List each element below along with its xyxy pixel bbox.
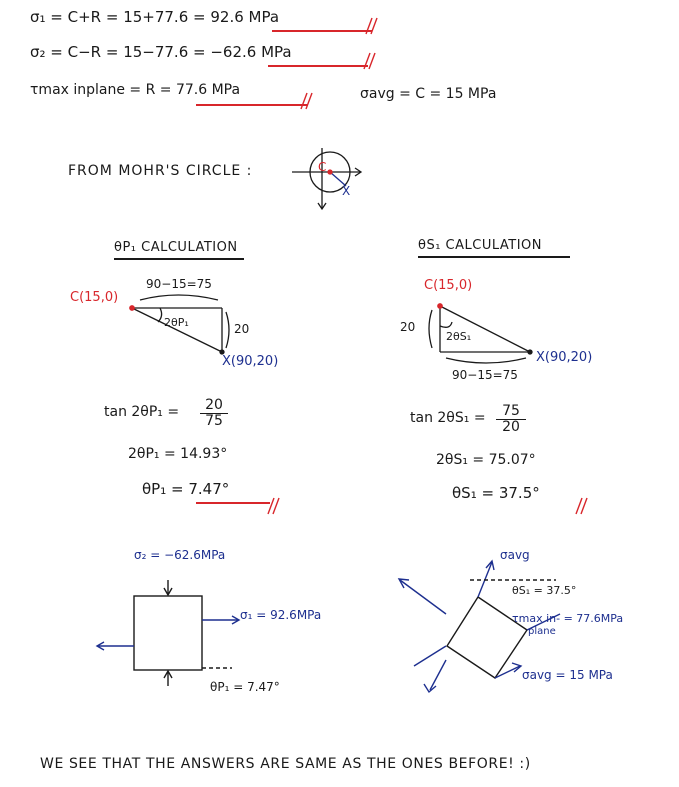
tp-base-label: 90−15=75: [146, 277, 212, 291]
mohr-center-label: C: [318, 160, 327, 174]
se-avg-bottom-label: σavg = 15 MPa: [522, 668, 613, 682]
ts-angle-arc: [439, 321, 453, 328]
pe-square: [133, 595, 203, 671]
pe-sigma1-label: σ₁ = 92.6MPa: [240, 608, 322, 622]
ts-tan-den: 20: [502, 419, 520, 435]
tp-angle-arc: [157, 307, 163, 323]
mohr-x-label: X: [342, 184, 351, 198]
theta-s-triangle: [428, 303, 533, 364]
tp-step3-prefix: θP₁ =: [142, 480, 184, 498]
se-bottom-left-arrow: [429, 659, 447, 691]
mohr-label: FROM MOHR'S CIRCLE :: [68, 163, 253, 179]
tp-hypotenuse: [131, 307, 223, 353]
se-avg-top-label: σavg: [500, 548, 530, 562]
sigma1-underline: [272, 30, 372, 32]
mohr-circle: [309, 151, 351, 193]
tp-step3-value: 7.47°: [188, 480, 230, 498]
tp-height-label: 20: [234, 322, 250, 336]
ts-tan-lhs: tan 2θS₁ =: [410, 410, 486, 426]
sigma1-value: 92.6 MPa: [210, 8, 280, 26]
tp-step2: 2θP₁ = 14.93°: [128, 446, 228, 462]
sigma1-equation: σ₁ = C+R = 15+77.6 = 92.6 MPa: [30, 8, 279, 26]
mohr-center-dot: [327, 169, 333, 175]
ts-angle-label: 2θS₁: [446, 330, 472, 343]
ts-tan-fraction: 75 20: [496, 404, 526, 435]
tp-height-brace: [225, 311, 230, 349]
tp-c-dot: [129, 305, 135, 311]
ts-base-brace: [445, 357, 527, 364]
ts-c-dot: [437, 303, 443, 309]
se-bottom-arrow: [494, 665, 521, 679]
ts-hypotenuse: [439, 305, 531, 353]
sigma2-value: −62.6 MPa: [210, 43, 292, 61]
tp-step3: θP₁ = 7.47°: [142, 480, 229, 498]
sigma1-expression: σ₁ = C+R = 15+77.6 =: [30, 8, 211, 26]
principal-element-sketch: [95, 580, 241, 686]
se-theta-label: θS₁ = 37.5°: [512, 584, 577, 597]
mohr-tau-arrow: [317, 202, 327, 211]
tp-angle-label: 2θP₁: [164, 316, 189, 329]
tau-max-expression: τmax inplane = R =: [30, 82, 176, 98]
sigma2-expression: σ₂ = C−R = 15−77.6 =: [30, 43, 211, 61]
ts-base-label: 90−15=75: [452, 368, 518, 382]
tau-max-equation: τmax inplane = R = 77.6 MPa: [30, 82, 240, 98]
ts-x-label: X(90,20): [536, 350, 593, 365]
pe-theta-label: θP₁ = 7.47°: [210, 680, 280, 694]
theta-s-heading: θS₁ CALCULATION: [418, 238, 543, 253]
ts-height-label: 20: [400, 320, 416, 334]
tau-max-value: 77.6 MPa: [175, 82, 241, 98]
ts-step3: θS₁ = 37.5°: [452, 484, 540, 502]
se-tau-plane-label: plane: [528, 626, 556, 637]
tp-c-label: C(15,0): [70, 290, 119, 305]
pe-sigma2-label: σ₂ = −62.6MPa: [134, 548, 226, 562]
theta-p-triangle: [129, 294, 230, 355]
ts-step3-prefix: θS₁ =: [452, 484, 495, 502]
ts-tan-num: 75: [496, 404, 526, 420]
answer-ticks: [267, 17, 588, 515]
sigma-avg-equation: σavg = C = 15 MPa: [360, 86, 497, 102]
tp-tan-lhs: tan 2θP₁ =: [104, 404, 180, 420]
mohr-circle-sketch: [292, 148, 363, 211]
tp-tan-den: 75: [205, 413, 223, 429]
ts-step3-value: 37.5°: [498, 484, 540, 502]
se-rotated-square: [446, 596, 528, 679]
theta-p-heading: θP₁ CALCULATION: [114, 240, 238, 255]
tp-tan-num: 20: [200, 398, 228, 414]
tp-answer-underline: [196, 502, 270, 504]
mohr-radius: [329, 171, 347, 187]
ts-height-brace: [428, 309, 433, 349]
shear-element-sketch: [397, 559, 561, 694]
ts-x-dot: [527, 349, 533, 355]
se-shear-right: [526, 613, 561, 631]
theta-p-heading-underline: [114, 258, 244, 260]
theta-s-heading-underline: [418, 256, 570, 258]
sigma2-underline: [268, 65, 368, 67]
mohr-axis-arrow: [354, 167, 363, 177]
tp-tan-fraction: 20 75: [200, 398, 228, 429]
tp-x-dot: [219, 349, 225, 355]
se-tau-label: τmax in- = 77.6MPa: [512, 612, 624, 625]
ts-step2: 2θS₁ = 75.07°: [436, 452, 536, 468]
conclusion-text: WE SEE THAT THE ANSWERS ARE SAME AS THE …: [40, 756, 531, 772]
tp-x-label: X(90,20): [222, 354, 279, 369]
ts-c-label: C(15,0): [424, 278, 473, 293]
se-shear-left: [413, 645, 447, 667]
tp-base-brace: [139, 294, 219, 301]
se-shear-top-left: [399, 579, 447, 615]
tau-max-underline: [196, 104, 308, 106]
sigma2-equation: σ₂ = C−R = 15−77.6 = −62.6 MPa: [30, 43, 292, 61]
